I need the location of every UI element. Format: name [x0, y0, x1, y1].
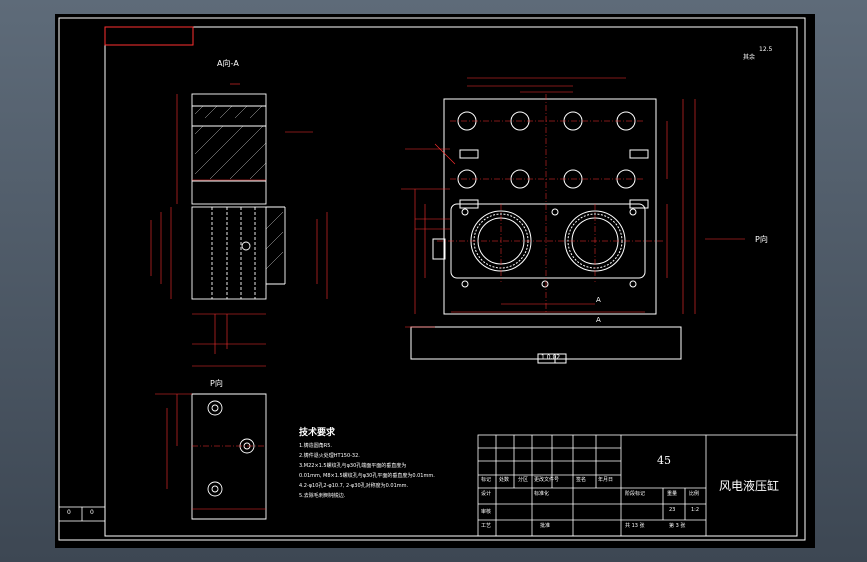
p-view-label: P向: [210, 379, 223, 388]
small-box-left: 0: [67, 509, 71, 516]
tb-process: 工艺: [481, 523, 492, 529]
drawing-sheet: A向-A P向 P向 其余 12.5 1 0.02 A A 0 0 技术要求 1…: [55, 14, 815, 548]
tech-item: 0.01mm, M8×1.5螺纹孔与φ30孔平面的垂直度为0.01mm.: [299, 473, 435, 479]
tb-approve: 批准: [540, 523, 551, 529]
section-hatch: [194, 105, 284, 270]
inner-frame: [104, 26, 798, 537]
outer-frame: [58, 17, 806, 541]
tb-count: 处数: [499, 477, 510, 483]
p-view-dims: [155, 393, 266, 510]
roughness-value: 12.5: [759, 46, 773, 53]
tech-item: 3.M22×1.5螺纹孔与φ30孔端面平面的垂直度为: [299, 463, 407, 469]
tb-review: 审核: [481, 509, 492, 515]
main-centerlines: [437, 94, 663, 314]
title-block: [477, 434, 798, 537]
roughness-note: 其余: [743, 54, 756, 61]
main-dims: [401, 77, 745, 328]
tech-item: 4.2-φ10孔2-φ10.7, 2-φ30孔对称度为0.01mm.: [299, 483, 409, 489]
tb-date: 年月日: [598, 477, 614, 483]
tb-stage-mark: 阶段标记: [625, 491, 646, 497]
tech-item: 1.铸造圆角R5.: [299, 443, 333, 449]
section-a-top-mark: A: [596, 296, 601, 304]
tb-change-doc: 更改文件号: [534, 477, 560, 483]
section-dims: [150, 83, 328, 367]
small-box-right: 0: [90, 509, 94, 516]
drawing-name: 风电液压缸: [719, 479, 780, 493]
top-left-box: [104, 26, 194, 46]
tech-item: 5.去除毛刺倒钝锐边.: [299, 493, 346, 499]
tb-qty: 23: [669, 507, 676, 513]
tb-ratio: 比例: [689, 491, 700, 497]
p-view-label-right: P向: [755, 235, 768, 244]
datum-box-text: 1 0.02: [541, 354, 561, 361]
p-view: [191, 393, 267, 520]
tb-sheet-no: 第 3 张: [669, 523, 686, 529]
section-a-bottom-mark: A: [596, 316, 601, 324]
tech-requirements-title: 技术要求: [299, 428, 336, 438]
tb-zone: 分区: [518, 477, 529, 483]
tb-standardize: 标准化: [534, 491, 550, 497]
tech-item: 2.铸件退火处理HT150-32.: [299, 453, 360, 459]
section-view-a: [191, 93, 286, 300]
tb-scale: 1:2: [691, 507, 700, 513]
tb-design: 设计: [481, 491, 492, 497]
tb-mark: 标记: [481, 477, 492, 483]
tb-sheet-total: 共 13 张: [625, 523, 645, 529]
section-a-label: A向-A: [217, 59, 239, 68]
cad-drawing: [58, 17, 806, 541]
tb-weight: 重量: [667, 491, 678, 497]
material-label: 45: [657, 454, 671, 467]
tb-sign: 签名: [576, 477, 587, 483]
